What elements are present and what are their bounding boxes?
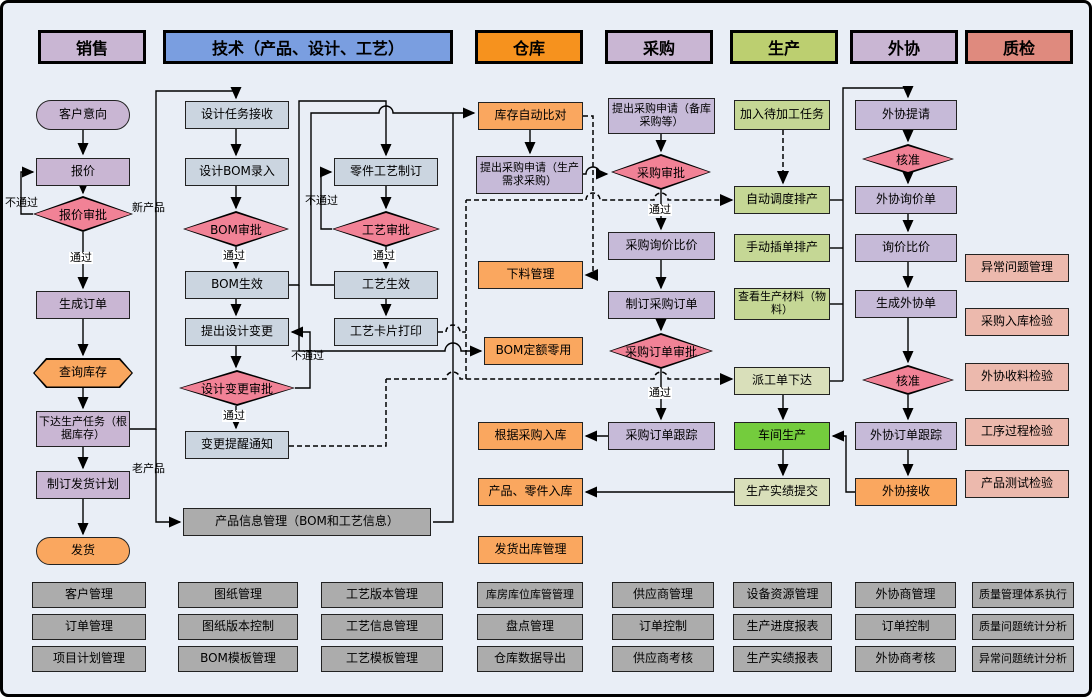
bottom-box-process-version-mgmt: 工艺版本管理 <box>321 582 443 608</box>
label-pass-bom: 通过 <box>222 249 246 263</box>
label-pass-process: 通过 <box>372 249 396 263</box>
bottom-box-equipment-resource-mgmt: 设备资源管理 <box>733 582 832 608</box>
node-purchase-inbound-check: 采购入库检验 <box>965 308 1069 336</box>
node-bom-approval: BOM审批 <box>183 211 289 247</box>
bottom-box-bom-template-mgmt: BOM模板管理 <box>178 646 298 672</box>
header-sales: 销售 <box>38 30 146 64</box>
bottom-box-warehouse-location-mgmt: 库房库位库管管理 <box>477 582 583 608</box>
node-quote-approval: 报价审批 <box>33 196 133 232</box>
label-pass-purchase: 通过 <box>648 203 672 217</box>
bottom-box-supplier-assessment: 供应商考核 <box>612 646 714 672</box>
node-customer-intent: 客户意向 <box>36 100 130 130</box>
node-outsourcing-approve-1: 核准 <box>862 144 954 174</box>
node-outsourcing-receive: 外协接收 <box>855 478 957 506</box>
node-process-card-print: 工艺卡片打印 <box>334 318 438 346</box>
bottom-box-stocktaking-mgmt: 盘点管理 <box>477 614 583 640</box>
node-outsourcing-order-tracking: 外协订单跟踪 <box>855 422 957 450</box>
node-bom-quota: BOM定额零用 <box>484 337 583 365</box>
bottom-box-production-progress-report: 生产进度报表 <box>733 614 832 640</box>
bottom-box-supplier-mgmt: 供应商管理 <box>612 582 714 608</box>
header-quality: 质检 <box>965 30 1073 64</box>
node-check-inventory: 查询库存 <box>33 358 133 388</box>
node-design-change-approval: 设计变更审批 <box>179 370 295 406</box>
node-ship: 发货 <box>36 537 130 565</box>
header-tech: 技术（产品、设计、工艺） <box>163 30 453 64</box>
node-bom-effective: BOM生效 <box>185 271 289 299</box>
node-process-check: 工序过程检验 <box>965 418 1069 446</box>
node-outsourcing-price-compare: 询价比价 <box>855 234 957 262</box>
node-propose-design-change: 提出设计变更 <box>185 318 289 346</box>
node-inbound-by-purchase: 根据采购入库 <box>478 422 583 450</box>
node-process-effective: 工艺生效 <box>334 271 438 299</box>
label-fail-process: 不通过 <box>305 194 338 207</box>
node-shipping-outbound: 发货出库管理 <box>478 536 583 564</box>
bottom-box-drawing-version-control: 图纸版本控制 <box>178 614 298 640</box>
bottom-box-subcontractor-mgmt: 外协商管理 <box>855 582 956 608</box>
node-create-order: 生成订单 <box>36 291 130 319</box>
bottom-box-project-plan-mgmt: 项目计划管理 <box>32 646 146 672</box>
node-purchase-request-stock: 提出采购申请（备库采购等） <box>608 98 715 134</box>
node-create-outsourcing-sheet: 生成外协单 <box>855 290 957 318</box>
node-outsourcing-request: 外协提请 <box>855 100 957 130</box>
node-abnormal-mgmt: 异常问题管理 <box>965 254 1069 282</box>
node-outsourcing-approve-2: 核准 <box>862 365 954 395</box>
bottom-box-production-results-report: 生产实绩报表 <box>733 646 832 672</box>
node-cutting-mgmt: 下料管理 <box>478 261 583 289</box>
node-make-purchase-order: 制订采购订单 <box>608 291 715 319</box>
label-new-product: 新产品 <box>132 201 165 214</box>
label-pass-po: 通过 <box>648 386 672 400</box>
node-change-reminder: 变更提醒通知 <box>185 431 289 459</box>
header-purchasing: 采购 <box>605 30 713 64</box>
label-pass-design-change: 通过 <box>222 409 246 423</box>
header-warehouse: 仓库 <box>475 30 583 64</box>
node-po-approval: 采购订单审批 <box>609 333 713 369</box>
bottom-box-subcontractor-assessment: 外协商考核 <box>855 646 956 672</box>
node-inventory-auto-compare: 库存自动比对 <box>478 102 583 130</box>
node-design-bom-entry: 设计BOM录入 <box>185 158 289 186</box>
node-auto-scheduling: 自动调度排产 <box>734 186 830 214</box>
bottom-box-customer-mgmt: 客户管理 <box>32 582 146 608</box>
node-dispatch-issue: 派工单下达 <box>734 367 830 395</box>
label-fail-design-change: 不通过 <box>291 349 324 362</box>
bottom-box-order-mgmt: 订单管理 <box>32 614 146 640</box>
node-add-pending-task: 加入待加工任务 <box>734 100 830 130</box>
node-workshop-production: 车间生产 <box>734 422 830 450</box>
bottom-box-quality-system-execution: 质量管理体系执行 <box>972 582 1074 608</box>
header-production: 生产 <box>730 30 838 64</box>
header-outsourcing: 外协 <box>850 30 958 64</box>
label-pass-quote: 通过 <box>69 251 93 265</box>
bottom-box-outsourcing-order-control: 订单控制 <box>855 614 956 640</box>
node-quote: 报价 <box>36 158 130 186</box>
label-fail-quote: 不通过 <box>5 196 38 209</box>
node-delivery-plan: 制订发货计划 <box>36 471 130 499</box>
bottom-box-purchase-order-control: 订单控制 <box>612 614 714 640</box>
label-old-product: 老产品 <box>132 462 165 475</box>
bottom-box-process-template-mgmt: 工艺模板管理 <box>321 646 443 672</box>
node-view-materials: 查看生产材料（物料） <box>734 288 830 320</box>
node-product-info-mgmt: 产品信息管理（BOM和工艺信息） <box>183 508 431 536</box>
bottom-box-drawing-mgmt: 图纸管理 <box>178 582 298 608</box>
node-process-approval: 工艺审批 <box>332 211 440 247</box>
node-product-part-inbound: 产品、零件入库 <box>478 478 583 506</box>
bottom-box-warehouse-data-export: 仓库数据导出 <box>477 646 583 672</box>
node-po-tracking: 采购订单跟踪 <box>608 422 715 450</box>
node-submit-results: 生产实绩提交 <box>734 478 830 506</box>
node-part-process-plan: 零件工艺制订 <box>334 158 438 186</box>
bottom-box-abnormal-issue-stats: 异常问题统计分析 <box>972 646 1074 672</box>
node-product-test-check: 产品测试检验 <box>965 470 1069 498</box>
node-inquiry-compare: 采购询价比价 <box>608 232 715 260</box>
node-issue-production-task: 下达生产任务（根据库存） <box>36 411 130 447</box>
node-design-task-accept: 设计任务接收 <box>185 101 289 129</box>
bottom-box-process-info-mgmt: 工艺信息管理 <box>321 614 443 640</box>
node-purchase-request-prod: 提出采购申请（生产需求采购） <box>476 156 583 194</box>
bottom-box-quality-issue-stats: 质量问题统计分析 <box>972 614 1074 640</box>
node-purchase-approval: 采购审批 <box>611 154 711 190</box>
node-outsourcing-receipt-check: 外协收料检验 <box>965 363 1069 391</box>
node-manual-scheduling: 手动插单排产 <box>734 234 830 262</box>
node-outsourcing-inquiry-sheet: 外协询价单 <box>855 186 957 214</box>
